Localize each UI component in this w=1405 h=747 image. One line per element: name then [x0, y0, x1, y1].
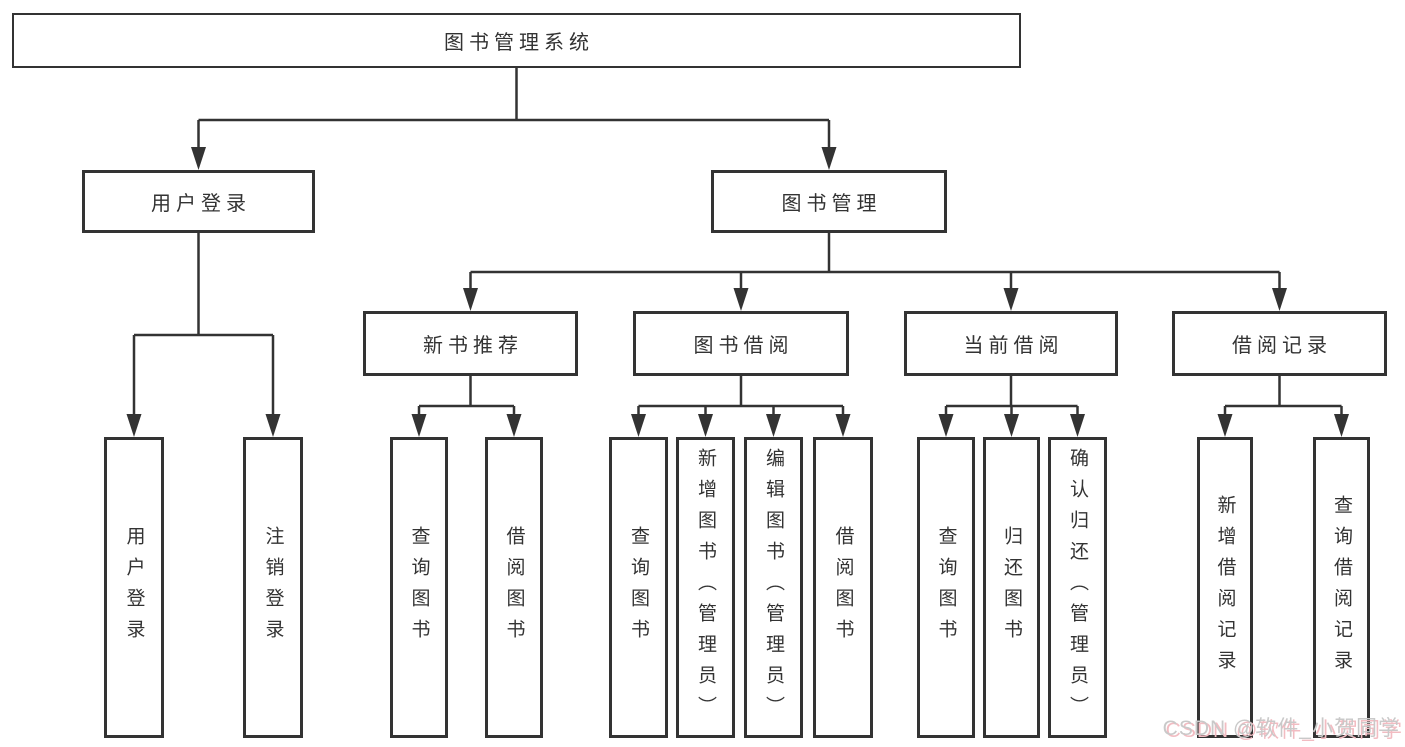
node-book-borrow: 图书借阅 — [633, 311, 849, 376]
arrowheads-level2 — [191, 147, 837, 170]
connector-userlogin-to-leaves — [132, 233, 275, 415]
leaf-current-query-books-label: 查询图书 — [935, 525, 957, 650]
leaf-borrow-query-books-label: 查询图书 — [628, 525, 649, 650]
arrowheads-currentborrow-leaves — [938, 414, 1085, 437]
leaf-records-query-record-label: 查询借阅记录 — [1331, 494, 1352, 681]
leaf-borrow-add-books-admin-label: 新增图书（管理员） — [695, 448, 716, 727]
connector-newrec-to-leaves — [417, 376, 516, 415]
node-book-management: 图书管理 — [711, 170, 947, 233]
node-root-system-label: 图书管理系统 — [444, 32, 594, 54]
node-user-login-branch-label: 用户登录 — [151, 193, 251, 215]
node-current-borrow: 当前借阅 — [904, 311, 1118, 376]
leaf-borrow-add-books-admin: 新增图书（管理员） — [676, 437, 735, 738]
leaf-newrec-query-books-label: 查询图书 — [408, 525, 430, 650]
leaf-records-add-record-label: 新增借阅记录 — [1214, 494, 1236, 681]
node-borrow-records-label: 借阅记录 — [1232, 335, 1332, 357]
leaf-newrec-borrow-books-label: 借阅图书 — [503, 525, 525, 650]
connector-bookborrow-to-leaves — [637, 376, 845, 415]
leaf-current-return-books-label: 归还图书 — [1001, 525, 1022, 650]
leaf-records-query-record: 查询借阅记录 — [1313, 437, 1370, 738]
node-book-borrow-label: 图书借阅 — [693, 335, 794, 357]
node-new-book-recommend-label: 新书推荐 — [423, 335, 523, 357]
connector-root-to-level2 — [197, 68, 831, 148]
connector-bookmgmt-to-level3 — [469, 233, 1281, 289]
leaf-current-query-books: 查询图书 — [917, 437, 975, 738]
node-new-book-recommend: 新书推荐 — [363, 311, 578, 376]
leaf-newrec-borrow-books: 借阅图书 — [485, 437, 543, 738]
leaf-newrec-query-books: 查询图书 — [390, 437, 448, 738]
leaf-current-confirm-return-admin-label: 确认归还（管理员） — [1067, 448, 1088, 727]
arrowheads-records-leaves — [1217, 414, 1349, 437]
node-borrow-records: 借阅记录 — [1172, 311, 1387, 376]
leaf-borrow-query-books: 查询图书 — [609, 437, 668, 738]
arrowheads-userlogin-leaves — [126, 414, 281, 437]
arrowheads-bookborrow-leaves — [631, 414, 851, 437]
leaf-records-add-record: 新增借阅记录 — [1197, 437, 1253, 738]
connector-currentborrow-to-leaves — [944, 376, 1079, 415]
leaf-logout-label: 注销登录 — [262, 525, 284, 650]
leaf-user-login-label: 用户登录 — [123, 525, 145, 650]
leaf-borrow-edit-books-admin: 编辑图书（管理员） — [744, 437, 803, 738]
leaf-logout: 注销登录 — [243, 437, 303, 738]
connector-records-to-leaves — [1223, 376, 1343, 415]
leaf-current-confirm-return-admin: 确认归还（管理员） — [1048, 437, 1107, 738]
node-book-management-label: 图书管理 — [781, 193, 882, 215]
node-user-login-branch: 用户登录 — [82, 170, 315, 233]
leaf-borrow-borrow-books-label: 借阅图书 — [832, 525, 854, 650]
node-root-system: 图书管理系统 — [12, 13, 1021, 68]
node-current-borrow-label: 当前借阅 — [963, 335, 1064, 357]
leaf-user-login: 用户登录 — [104, 437, 164, 738]
leaf-borrow-borrow-books: 借阅图书 — [813, 437, 873, 738]
arrowheads-newrec-leaves — [411, 414, 522, 437]
leaf-borrow-edit-books-admin-label: 编辑图书（管理员） — [763, 448, 784, 727]
leaf-current-return-books: 归还图书 — [983, 437, 1040, 738]
arrowheads-level3 — [463, 288, 1287, 311]
